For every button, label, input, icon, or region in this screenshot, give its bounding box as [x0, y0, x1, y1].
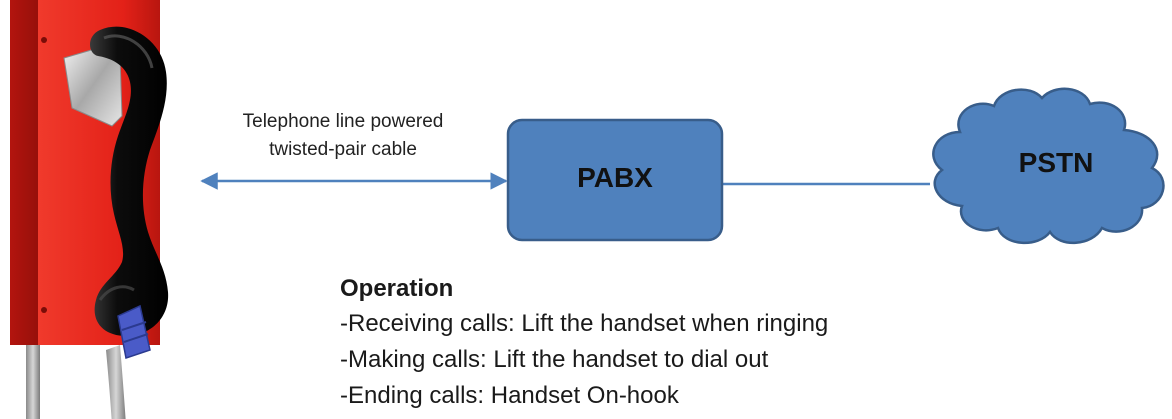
emergency-phone-illustration: [10, 0, 169, 419]
screw-icon: [41, 37, 47, 43]
cord-grommet: [117, 304, 151, 359]
handset-icon: [90, 26, 169, 336]
operation-notes: Operation -Receiving calls: Lift the han…: [340, 272, 1160, 414]
pabx-node: [506, 118, 724, 242]
operation-item-ending: -Ending calls: Handset On-hook: [340, 382, 679, 409]
pstn-label: PSTN: [1018, 147, 1094, 178]
operation-heading: Operation: [340, 275, 454, 302]
connection-label: Telephone line powered twisted-pair cabl…: [198, 108, 488, 164]
handset-armored-cord: [106, 345, 126, 419]
operation-list: -Receiving calls: Lift the handset when …: [340, 306, 1160, 414]
phone-housing-side: [10, 0, 46, 345]
wall-cable: [26, 330, 40, 419]
screw-icon: [41, 307, 47, 313]
connection-label-line2: twisted-pair cable: [269, 139, 417, 160]
operation-item-receiving: -Receiving calls: Lift the handset when …: [340, 310, 829, 337]
pabx-label: PABX: [577, 162, 653, 193]
pstn-cloud-node: [932, 87, 1165, 245]
connection-label-line1: Telephone line powered: [242, 111, 444, 132]
operation-item-making: -Making calls: Lift the handset to dial …: [340, 346, 769, 373]
